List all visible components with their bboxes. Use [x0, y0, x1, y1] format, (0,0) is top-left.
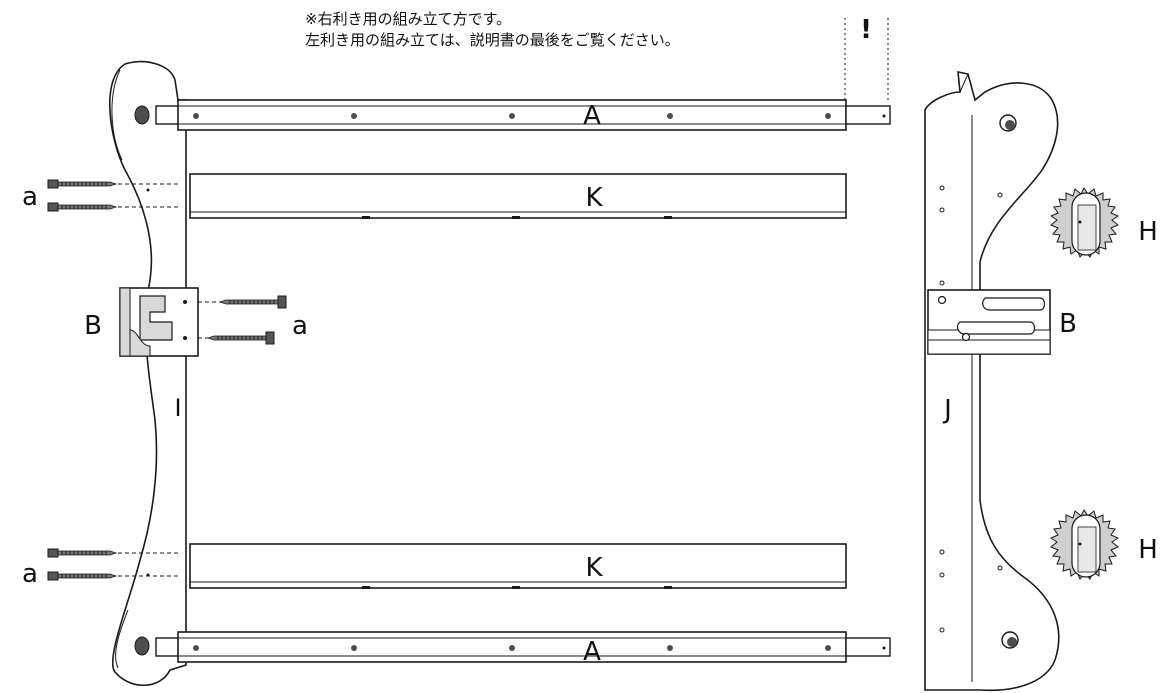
screw-group-a-top-left: a	[22, 179, 180, 212]
part-label-a-screw-3: a	[22, 559, 38, 589]
rail-a-top: A	[155, 99, 891, 131]
part-label-k-top: K	[585, 183, 603, 213]
rail-a-bottom: A	[155, 631, 891, 667]
part-label-a-bottom: A	[583, 637, 601, 667]
instruction-note-line1: ※右利き用の組み立て方です。	[305, 10, 512, 28]
part-label-b-right: B	[1059, 309, 1077, 339]
screw-group-a-bottom-left: a	[22, 548, 180, 589]
part-label-h-bottom: H	[1138, 535, 1158, 565]
part-label-h-top: H	[1138, 217, 1158, 247]
board-k-bottom: K	[189, 543, 847, 589]
knob-h-bottom: H	[1049, 509, 1158, 580]
screw-group-a-bracket: a	[198, 295, 308, 345]
board-k-top: K	[189, 173, 847, 219]
part-label-b-left: B	[84, 311, 102, 341]
part-label-a-screw-1: a	[22, 182, 38, 212]
side-panel-j: J	[924, 71, 1060, 692]
bracket-b-right: B	[927, 289, 1077, 355]
warning-marker: !	[844, 15, 889, 100]
knob-h-top: H	[1049, 187, 1158, 258]
part-label-a-screw-2: a	[292, 311, 308, 341]
part-label-i: I	[174, 394, 181, 422]
bracket-b-left: B	[84, 287, 199, 357]
part-label-j: J	[942, 395, 952, 425]
part-label-k-bottom: K	[585, 553, 603, 583]
instruction-note-line2: 左利き用の組み立ては、説明書の最後をご覧ください。	[305, 31, 680, 49]
part-label-a-top: A	[583, 101, 601, 131]
side-panel-i: I	[109, 60, 187, 686]
warning-icon: !	[860, 15, 872, 45]
